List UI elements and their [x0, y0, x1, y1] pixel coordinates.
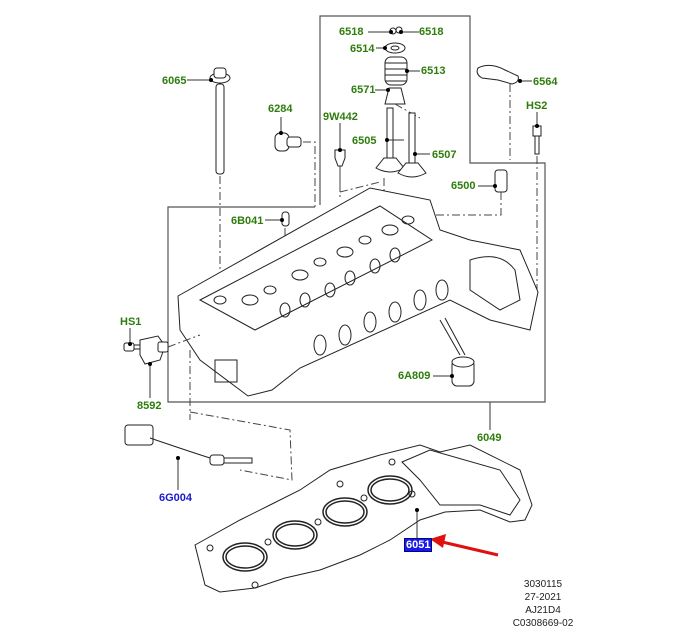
label-6049[interactable]: 6049: [477, 432, 502, 444]
lash-adjuster-part: [494, 169, 508, 193]
leader-6a809-a: [439, 319, 461, 356]
reference-line-3: AJ21D4: [525, 605, 561, 616]
label-6g004[interactable]: 6G004: [159, 492, 193, 504]
label-6051-highlighted[interactable]: 6051: [404, 538, 433, 552]
label-6b041[interactable]: 6B041: [231, 215, 264, 227]
plug-9w442-part: [334, 149, 346, 167]
head-bolt-part: [209, 67, 231, 175]
label-6505[interactable]: 6505: [352, 135, 377, 147]
reference-line-1: 3030115: [523, 579, 563, 590]
label-6518-right[interactable]: 6518: [419, 26, 444, 38]
label-6284[interactable]: 6284: [268, 103, 293, 115]
hs2-bolt-part: [532, 125, 542, 155]
label-8592[interactable]: 8592: [137, 400, 162, 412]
injector-sleeve-part: [274, 132, 302, 152]
reference-line-4: C0308669-02: [512, 618, 574, 629]
camshaft-sensor-part: [139, 335, 169, 365]
label-6571[interactable]: 6571: [351, 84, 376, 96]
valve-stem-seal-part: [384, 87, 406, 105]
valve-group-frame: [319, 15, 546, 403]
label-6065[interactable]: 6065: [162, 75, 187, 87]
reference-line-2: 27-2021: [524, 592, 562, 603]
label-6514[interactable]: 6514: [350, 43, 375, 55]
label-6564[interactable]: 6564: [533, 76, 558, 88]
leader-lines: [129, 31, 538, 490]
cylinder-head-part: [177, 187, 539, 397]
rocker-arm-part: [476, 64, 519, 85]
label-hs1[interactable]: HS1: [120, 316, 142, 328]
label-6a809[interactable]: 6A809: [398, 370, 431, 382]
tappet-6a809-part: [451, 356, 475, 387]
head-gasket-part: [194, 444, 533, 593]
label-6507[interactable]: 6507: [432, 149, 457, 161]
label-6500[interactable]: 6500: [451, 180, 476, 192]
exhaust-valve-part: [397, 112, 427, 178]
cylinder-head-frame: [167, 206, 490, 403]
label-9w442[interactable]: 9W442: [323, 111, 358, 123]
label-hs2[interactable]: HS2: [526, 100, 548, 112]
highlight-arrow-icon: [430, 534, 499, 557]
valve-spring-part: [384, 56, 408, 86]
label-6513[interactable]: 6513: [421, 65, 446, 77]
label-6518-left[interactable]: 6518: [339, 26, 364, 38]
exhaust-temp-sensor-part: [124, 424, 253, 466]
reference-block: 3030115 27-2021 AJ21D4 C0308669-02: [498, 578, 588, 630]
